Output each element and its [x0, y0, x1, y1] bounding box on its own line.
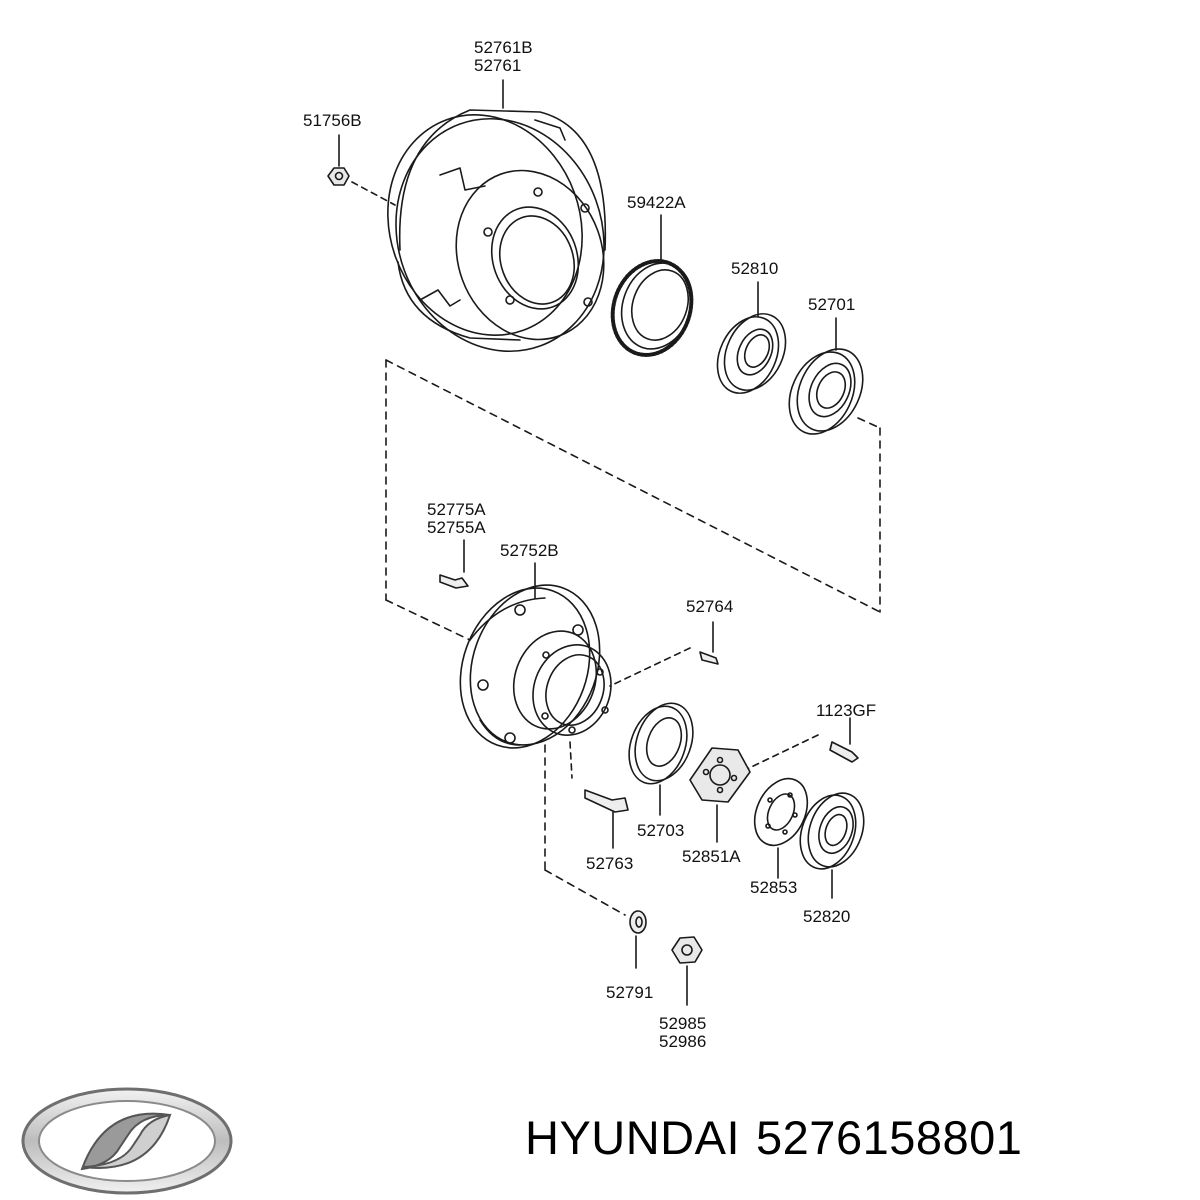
screw-1123GF — [744, 717, 859, 771]
label-52703: 52703 — [637, 821, 684, 840]
bearing-52701 — [788, 317, 864, 435]
stud-bolt — [439, 539, 469, 589]
label-52763: 52763 — [586, 854, 633, 873]
label-52775A: 52775A — [427, 500, 486, 519]
brake-drum — [387, 79, 607, 353]
brand-name: HYUNDAI — [525, 1111, 741, 1164]
label-52820: 52820 — [803, 907, 850, 926]
nut-51756B — [327, 134, 396, 206]
hub-bolt — [569, 741, 629, 849]
label-52853: 52853 — [750, 878, 797, 897]
seal-52810 — [716, 281, 787, 394]
label-52985: 52985 — [659, 1014, 706, 1033]
part-labels: 52761B 52761 51756B 59422A 52810 52701 5… — [303, 38, 876, 1051]
label-52764: 52764 — [686, 597, 733, 616]
label-1123GF: 1123GF — [816, 701, 876, 720]
label-52791: 52791 — [606, 983, 653, 1002]
nut-52791 — [629, 910, 647, 969]
washer — [753, 777, 809, 879]
part-number: 5276158801 — [756, 1111, 1023, 1164]
footer-title: HYUNDAI 5276158801 — [525, 1110, 1038, 1165]
tone-ring — [610, 214, 694, 357]
hyundai-logo-icon — [21, 1087, 233, 1195]
wheel-hub — [459, 562, 626, 916]
label-52761B: 52761B — [474, 38, 533, 57]
label-52851A: 52851A — [682, 847, 741, 866]
bearing-52703 — [628, 702, 694, 816]
seal-52820 — [799, 792, 865, 899]
pin-52764 — [609, 621, 719, 687]
label-52755A: 52755A — [427, 518, 486, 537]
label-52761: 52761 — [474, 56, 521, 75]
label-52986: 52986 — [659, 1032, 706, 1051]
assembly-dashed-outline — [385, 359, 881, 641]
label-52810: 52810 — [731, 259, 778, 278]
label-52701: 52701 — [808, 295, 855, 314]
label-52752B: 52752B — [500, 541, 559, 560]
label-59422A: 59422A — [627, 193, 686, 212]
hub-nut — [671, 936, 703, 1006]
label-51756B: 51756B — [303, 111, 362, 130]
lock-plate — [689, 747, 751, 843]
